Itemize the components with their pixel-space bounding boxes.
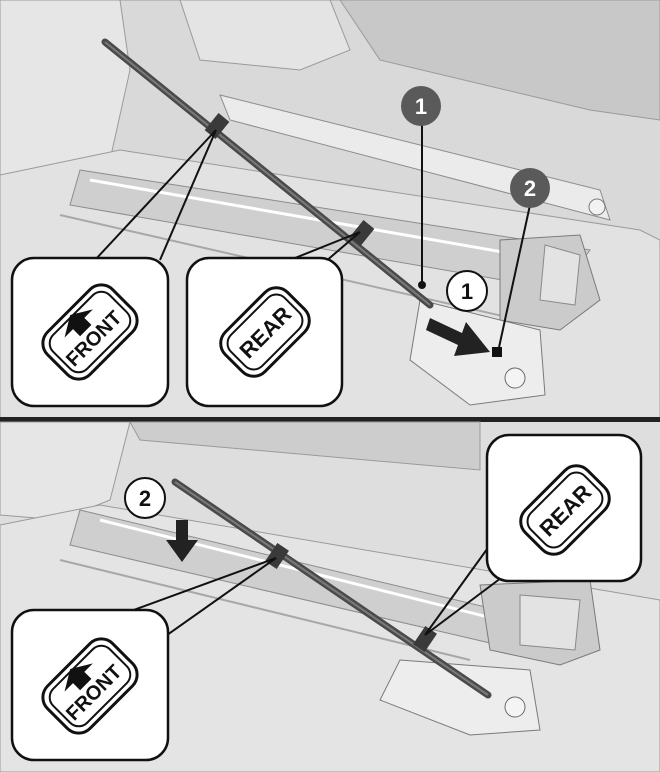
bottom-rear-callout: REAR <box>485 433 643 583</box>
step-marker-1: 1 <box>446 270 488 312</box>
slide-arrow-icon <box>426 318 490 356</box>
part-marker-1: 1 <box>401 86 441 126</box>
panel-divider <box>0 417 660 422</box>
top-rear-callout: REAR <box>185 256 344 408</box>
svg-text:2: 2 <box>139 486 151 511</box>
bottom-front-callout: FRONT <box>10 608 170 762</box>
step-marker-2: 2 <box>124 477 166 519</box>
svg-text:1: 1 <box>415 94 427 119</box>
svg-text:2: 2 <box>524 176 536 201</box>
press-down-arrow-icon <box>166 520 198 562</box>
svg-text:1: 1 <box>461 279 473 304</box>
top-front-callout: FRONT <box>10 256 170 408</box>
part-marker-2: 2 <box>510 168 550 208</box>
